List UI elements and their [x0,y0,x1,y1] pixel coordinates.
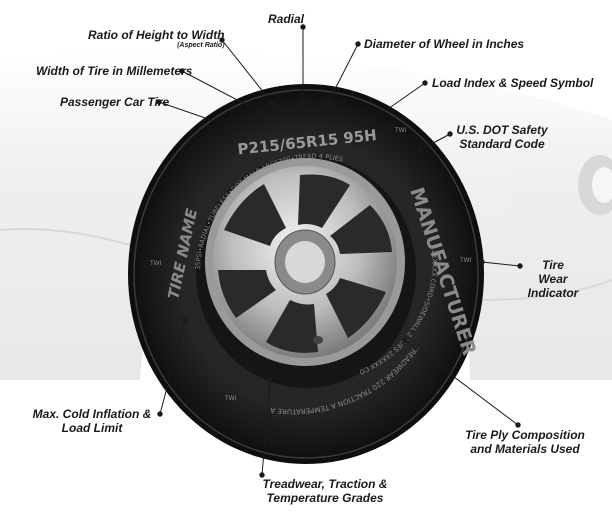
label-cold-inflation: Max. Cold Inflation & Load Limit [22,407,162,435]
wear-line-1: Tire [523,258,583,272]
twi-marking-bottom: TWI [224,395,237,402]
dot-code-line-1: U.S. DOT Safety [452,123,552,137]
twi-marking-left: TWI [149,260,162,267]
cold-inflation-line-1: Max. Cold Inflation & [22,407,162,421]
label-dot-code: U.S. DOT Safety Standard Code [452,123,552,151]
label-aspect-ratio: Ratio of Height to Width (Aspect Ratio) [88,28,225,50]
ply-line-1: Tire Ply Composition [450,428,600,442]
label-wheel-diameter: Diameter of Wheel in Inches [364,37,524,51]
label-load-index: Load Index & Speed Symbol [432,76,593,90]
label-treadwear-grades: Treadwear, Traction & Temperature Grades [250,477,400,505]
label-passenger-tire: Passenger Car Tire [60,95,169,109]
wear-line-2: Wear [523,272,583,286]
twi-marking-top-right: TWI [394,127,407,134]
aspect-ratio-title: Ratio of Height to Width [88,28,225,42]
aspect-ratio-subtitle: (Aspect Ratio) [88,42,225,50]
wear-line-3: Indicator [523,286,583,300]
dot-code-line-2: Standard Code [452,137,552,151]
label-wear-indicator: Tire Wear Indicator [523,258,583,300]
label-ply-composition: Tire Ply Composition and Materials Used [450,428,600,456]
treadwear-line-1: Treadwear, Traction & [250,477,400,491]
twi-marking-right: TWI [459,257,472,264]
cold-inflation-line-2: Load Limit [22,421,162,435]
label-tire-width: Width of Tire in Millemeters [36,64,192,78]
treadwear-line-2: Temperature Grades [250,491,400,505]
label-radial: Radial [268,12,304,26]
ply-line-2: and Materials Used [450,442,600,456]
